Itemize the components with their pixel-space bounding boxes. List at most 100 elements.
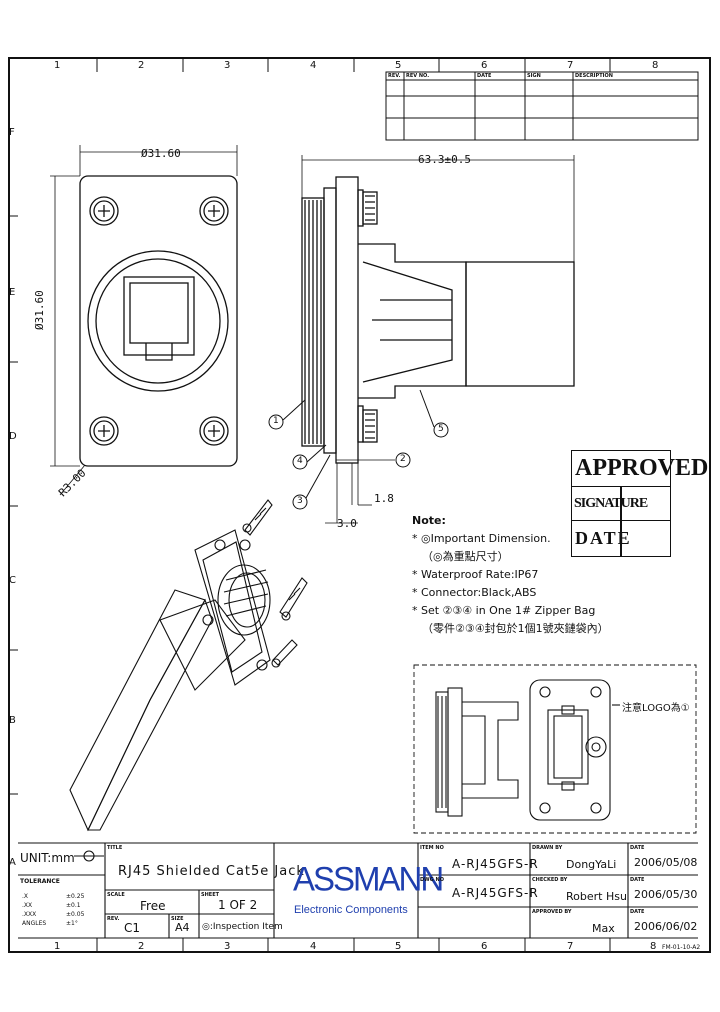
dimension-1-8: 1.8 [374,492,394,505]
callout-4: 4 [297,456,303,466]
exploded-view [69,499,308,832]
zone-bottom-8: 8 [650,941,657,952]
zone-row-f: F [9,127,15,138]
dimension-width: Ø31.60 [141,147,181,160]
notes-line-1: * ◎Important Dimension. [412,532,551,545]
zone-row-a: A [9,857,16,868]
tol-key-1: .X [22,893,29,900]
item-no-value: A-RJ45GFS-R [452,857,539,871]
callout-3: 3 [297,496,303,506]
size-label: SIZE [171,916,184,922]
zone-bottom-5: 5 [395,941,402,952]
approved-date-label: DATE [575,528,632,548]
dwg-no-label: DWG NO [420,877,444,883]
zone-top-3: 3 [224,60,231,71]
approved-by-value: Max [592,922,615,935]
notes-line-2: （◎為重點尺寸） [422,550,509,563]
notes-title: Note: [412,514,446,527]
zone-top-1: 1 [54,60,61,71]
revision-table-lines [385,71,699,141]
tol-key-2: .XX [22,902,33,909]
date-label-3: DATE [630,909,645,915]
inspection-note: ◎:Inspection Item [202,922,283,932]
date-value-2: 2006/05/30 [634,888,698,901]
zone-top-7: 7 [567,60,574,71]
title-label: TITLE [107,845,123,851]
zone-bottom-1: 1 [54,941,61,952]
zone-top-6: 6 [481,60,488,71]
zone-ticks [8,57,611,953]
company-subtitle: Electronic Components [294,904,408,916]
title-block-lines [18,842,698,939]
callout-2: 2 [400,454,406,464]
zone-bottom-4: 4 [310,941,317,952]
zone-row-e: E [9,287,16,298]
drawing-sheet-border [8,57,711,953]
zone-row-c: C [9,575,16,586]
sheet-value: 1 OF 2 [218,898,258,912]
dimension-length: 63.3±0.5 [418,153,471,166]
callout-circles [268,389,449,510]
rev-value: C1 [124,921,141,935]
dwg-no-value: A-RJ45GFS-R [452,886,539,900]
tol-val-3: ±0.05 [66,911,85,918]
tol-val-1: ±0.25 [66,893,85,900]
checked-by-label: CHECKED BY [532,877,568,883]
detail-views [435,679,620,821]
notes-line-3: * Waterproof Rate:IP67 [412,568,539,581]
zone-top-8: 8 [652,60,659,71]
notes-line-4: * Connector:Black,ABS [412,586,537,599]
zone-bottom-7: 7 [567,941,574,952]
drawn-by-label: DRAWN BY [532,845,563,851]
approved-title: APPROVED [572,451,708,487]
zone-row-b: B [9,715,16,726]
scale-label: SCALE [107,892,125,898]
zone-bottom-6: 6 [481,941,488,952]
zone-top-5: 5 [395,60,402,71]
drawing-title: RJ45 Shielded Cat5e Jack [118,864,305,879]
zone-bottom-3: 3 [224,941,231,952]
tol-key-4: ANGLES [22,920,47,927]
front-view [79,175,238,467]
zone-top-2: 2 [138,60,145,71]
rev-header-rev: REV. [388,73,401,79]
dimension-height: Ø31.60 [33,290,46,330]
tol-val-2: ±0.1 [66,902,81,909]
rev-header-rev-no: REV NO. [406,73,430,79]
detail-logo-note: 注意LOGO為① [622,703,690,714]
rev-header-date: DATE [477,73,492,79]
approved-by-label: APPROVED BY [532,909,572,915]
dimension-3-0: 3.0 [337,517,357,530]
tol-val-4: ±1° [66,920,78,927]
side-view-dimensions [301,155,575,524]
detail-box [413,664,697,834]
size-value: A4 [175,921,190,934]
zone-top-4: 4 [310,60,317,71]
callout-5: 5 [438,424,444,434]
checked-by-value: Robert Hsu [566,890,627,903]
company-logo: ASSMANN [293,859,444,898]
front-view-dimensions [50,145,238,496]
form-number: FM-01-10-A2 [662,944,701,951]
side-view [301,176,575,464]
date-value-1: 2006/05/08 [634,856,698,869]
tol-key-3: .XXX [22,911,37,918]
callout-1: 1 [273,416,279,426]
zone-bottom-2: 2 [138,941,145,952]
zone-row-d: D [9,431,17,442]
notes-line-6: （零件②③④封包於1個1號夾鏈袋內） [422,622,609,635]
rev-label: REV. [107,916,120,922]
tolerance-label: TOLERANCE [20,878,60,885]
sheet-label: SHEET [201,892,220,898]
unit-label: UNIT:mm [20,851,75,865]
date-label-1: DATE [630,845,645,851]
item-no-label: ITEM NO [420,845,444,851]
rev-header-sign: SIGN [527,73,541,79]
date-label-2: DATE [630,877,645,883]
notes-block: Note: * ◎Important Dimension. （◎為重點尺寸） *… [412,512,609,638]
drawn-by-value: DongYaLi [566,858,617,871]
rev-header-description: DESCRIPTION [575,73,613,79]
scale-value: Free [140,899,166,913]
notes-line-5: * Set ②③④ in One 1# Zipper Bag [412,604,596,617]
